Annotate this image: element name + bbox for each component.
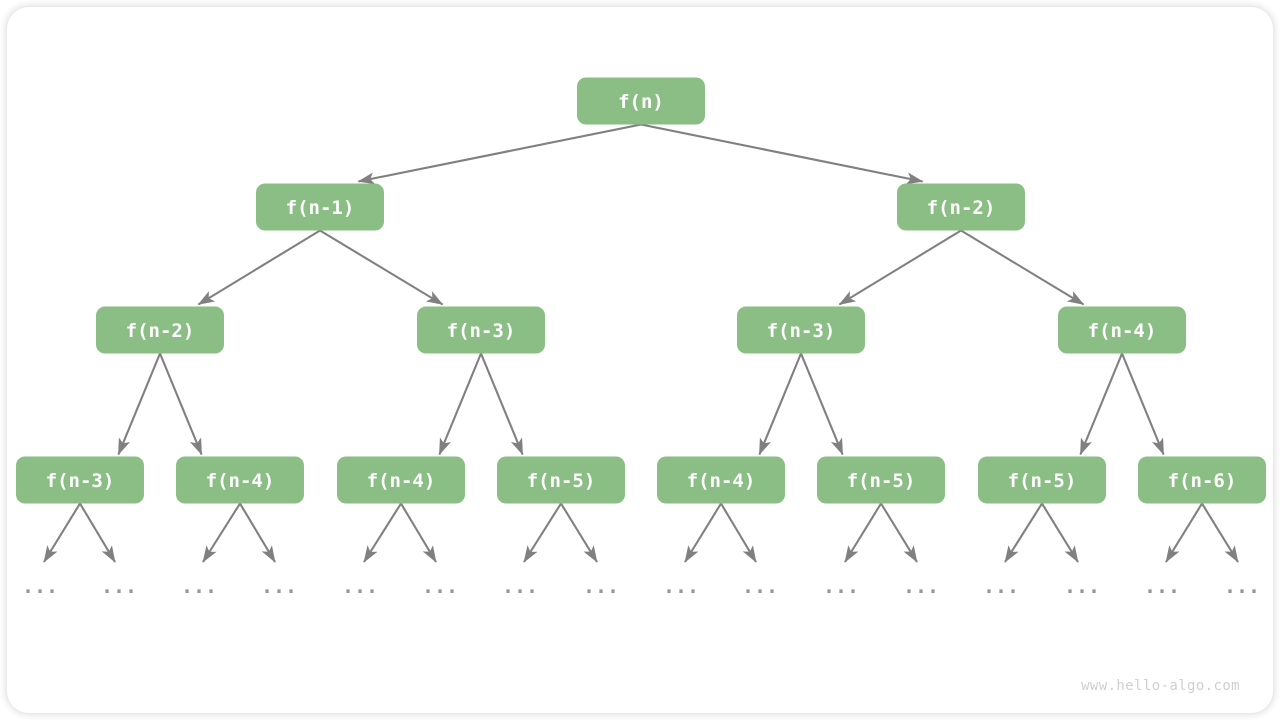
tree-edge-to-ellipsis bbox=[43, 502, 81, 563]
tree-node-box[interactable] bbox=[577, 77, 705, 125]
ellipsis-row: ........................................… bbox=[22, 574, 1260, 598]
tree-edge-to-ellipsis bbox=[720, 502, 757, 563]
tree-node[interactable]: f(n) bbox=[577, 77, 705, 125]
tree-node[interactable]: f(n-2) bbox=[897, 183, 1025, 231]
tree-node-label: f(n-5) bbox=[527, 470, 596, 492]
ellipsis-label: ... bbox=[261, 574, 297, 598]
tree-edge bbox=[960, 229, 1085, 306]
tree-edge-to-ellipsis bbox=[202, 502, 241, 563]
tree-node-box[interactable] bbox=[176, 456, 304, 504]
tree-edge bbox=[159, 353, 203, 456]
tree-edge-to-ellipsis bbox=[1004, 502, 1043, 563]
tree-node[interactable]: f(n-3) bbox=[417, 306, 545, 354]
tree-edge bbox=[438, 353, 482, 456]
tree-edge-to-ellipsis bbox=[239, 502, 276, 563]
tree-edge-to-ellipsis bbox=[1165, 502, 1203, 563]
ellipsis-label: ... bbox=[742, 574, 778, 598]
tree-node[interactable]: f(n-5) bbox=[497, 456, 625, 504]
tree-edge bbox=[640, 123, 924, 185]
tree-edge bbox=[319, 229, 444, 306]
tree-edge-to-ellipsis bbox=[363, 502, 402, 563]
tree-node-box[interactable] bbox=[256, 183, 384, 231]
tree-edge bbox=[800, 353, 844, 456]
tree-node[interactable]: f(n-1) bbox=[256, 183, 384, 231]
tree-node-label: f(n-4) bbox=[1088, 320, 1157, 342]
ellipsis-label: ... bbox=[22, 574, 58, 598]
tree-node-box[interactable] bbox=[497, 456, 625, 504]
tree-node[interactable]: f(n-5) bbox=[817, 456, 945, 504]
tree-node-box[interactable] bbox=[737, 306, 865, 354]
tree-node-box[interactable] bbox=[337, 456, 465, 504]
ellipsis-label: ... bbox=[1064, 574, 1100, 598]
tree-node-label: f(n) bbox=[618, 91, 664, 113]
tree-node-label: f(n-3) bbox=[767, 320, 836, 342]
tree-node[interactable]: f(n-4) bbox=[176, 456, 304, 504]
nodes-group: f(n) f(n-1) f(n-2) f(n-2) f(n-3) f(n-3) f(n-4)… bbox=[16, 77, 1266, 504]
tree-node-box[interactable] bbox=[817, 456, 945, 504]
tree-edge bbox=[117, 353, 161, 456]
tree-edge-to-ellipsis bbox=[1041, 502, 1079, 563]
tree-node[interactable]: f(n-4) bbox=[1058, 306, 1186, 354]
ellipsis-label: ... bbox=[502, 574, 538, 598]
tree-node-box[interactable] bbox=[897, 183, 1025, 231]
ellipsis-label: ... bbox=[342, 574, 378, 598]
tree-edge-to-ellipsis bbox=[523, 502, 562, 563]
tree-node-label: f(n-4) bbox=[367, 470, 436, 492]
tree-edge bbox=[197, 229, 321, 306]
tree-node-box[interactable] bbox=[417, 306, 545, 354]
watermark-label: www.hello-algo.com bbox=[1081, 678, 1240, 694]
ellipsis-label: ... bbox=[903, 574, 939, 598]
tree-node-box[interactable] bbox=[16, 456, 144, 504]
tree-node-box[interactable] bbox=[978, 456, 1106, 504]
tree-edge bbox=[838, 229, 962, 306]
tree-edge-to-ellipsis bbox=[880, 502, 918, 563]
ellipsis-label: ... bbox=[1224, 574, 1260, 598]
tree-node-label: f(n-4) bbox=[687, 470, 756, 492]
ellipsis-label: ... bbox=[181, 574, 217, 598]
tree-node[interactable]: f(n-6) bbox=[1138, 456, 1266, 504]
tree-node-label: f(n-2) bbox=[927, 197, 996, 219]
tree-node-label: f(n-5) bbox=[1008, 470, 1077, 492]
ellipsis-label: ... bbox=[1144, 574, 1180, 598]
tree-node-label: f(n-3) bbox=[447, 320, 516, 342]
tree-edge-to-ellipsis bbox=[844, 502, 882, 563]
tree-edge-to-ellipsis bbox=[1201, 502, 1239, 563]
tree-node-label: f(n-5) bbox=[847, 470, 916, 492]
tree-node-label: f(n-1) bbox=[286, 197, 355, 219]
edges-group bbox=[43, 123, 1239, 563]
tree-edge bbox=[758, 353, 802, 456]
ellipsis-label: ... bbox=[583, 574, 619, 598]
tree-node-box[interactable] bbox=[1138, 456, 1266, 504]
tree-node[interactable]: f(n-3) bbox=[737, 306, 865, 354]
tree-node[interactable]: f(n-5) bbox=[978, 456, 1106, 504]
tree-node-box[interactable] bbox=[657, 456, 785, 504]
ellipsis-label: ... bbox=[983, 574, 1019, 598]
tree-node[interactable]: f(n-4) bbox=[657, 456, 785, 504]
ellipsis-label: ... bbox=[823, 574, 859, 598]
tree-node-box[interactable] bbox=[1058, 306, 1186, 354]
tree-edge bbox=[1121, 353, 1165, 456]
tree-node-label: f(n-6) bbox=[1168, 470, 1237, 492]
tree-edge bbox=[357, 123, 642, 185]
ellipsis-label: ... bbox=[422, 574, 458, 598]
tree-node-label: f(n-3) bbox=[46, 470, 115, 492]
ellipsis-label: ... bbox=[101, 574, 137, 598]
ellipsis-label: ... bbox=[663, 574, 699, 598]
tree-node[interactable]: f(n-3) bbox=[16, 456, 144, 504]
tree-node-label: f(n-4) bbox=[206, 470, 275, 492]
tree-node[interactable]: f(n-4) bbox=[337, 456, 465, 504]
tree-edge-to-ellipsis bbox=[400, 502, 437, 563]
tree-node-label: f(n-2) bbox=[126, 320, 195, 342]
tree-node-box[interactable] bbox=[96, 306, 224, 354]
tree-edge bbox=[480, 353, 524, 456]
tree-node[interactable]: f(n-2) bbox=[96, 306, 224, 354]
tree-edge bbox=[1079, 353, 1123, 456]
tree-edge-to-ellipsis bbox=[560, 502, 598, 563]
tree-edge-to-ellipsis bbox=[79, 502, 116, 563]
tree-edge-to-ellipsis bbox=[684, 502, 722, 563]
